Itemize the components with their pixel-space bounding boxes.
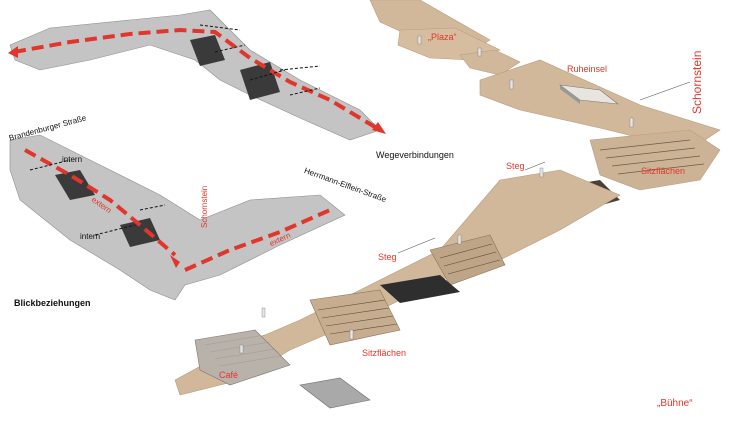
lower-seating-steps [317,299,398,335]
label-schornstein-main: Schornstein [690,50,704,114]
label-wegeverbindungen: Wegeverbindungen [376,150,454,160]
weg-red-path [13,27,382,132]
weg-dark-block-1 [190,35,225,66]
label-cafe: Café [219,370,239,380]
label-intern-1: intern [62,155,83,164]
ruheinsel-bench-side [560,85,580,104]
label-buehne: „Bühne“ [657,398,693,409]
label-sitzflaechen-upper: Sitzflächen [641,166,686,176]
wegeverbindungen-diagram [8,9,386,141]
middle-seating-block [429,234,506,286]
label-steg-lower: Steg [378,252,397,262]
blick-red-path-2 [184,208,331,272]
middle-seating-steps [439,243,501,275]
weg-black-dashed-arrows [199,24,321,96]
blick-plan-shape [9,134,346,301]
label-sitzflaechen-lower: Sitzflächen [362,348,407,358]
right-terrace [589,129,721,191]
blickbeziehungen-diagram [9,134,346,301]
weg-plan-shape [9,9,381,141]
label-plaza: „Plaza“ [428,32,457,42]
plaza-connector [459,49,521,76]
people-figures [239,35,634,354]
weg-red-arrowhead-right [372,122,386,134]
cafe-area [194,329,291,386]
blick-red-arrowhead [170,255,180,268]
lower-steg-canopy [380,275,460,303]
blick-red-path-1 [24,148,177,257]
blick-black-dashed-arrows [29,159,166,236]
lower-seating-block [309,289,401,346]
upper-seating-steps [599,139,705,175]
label-leader-lines [397,81,691,254]
blick-dark-block-2 [120,218,160,247]
label-intern-2: intern [80,232,101,241]
buehne-stage [299,377,371,409]
main-paving-plan [174,0,721,409]
blick-dark-block-1 [55,170,95,200]
label-steg-upper: Steg [506,161,525,171]
label-blickbeziehungen: Blickbeziehungen [14,298,91,308]
label-schornstein-small: Schornstein [200,185,209,228]
label-ruheinsel: Ruheinsel [567,64,608,74]
weg-red-arrowhead-left [8,46,18,58]
